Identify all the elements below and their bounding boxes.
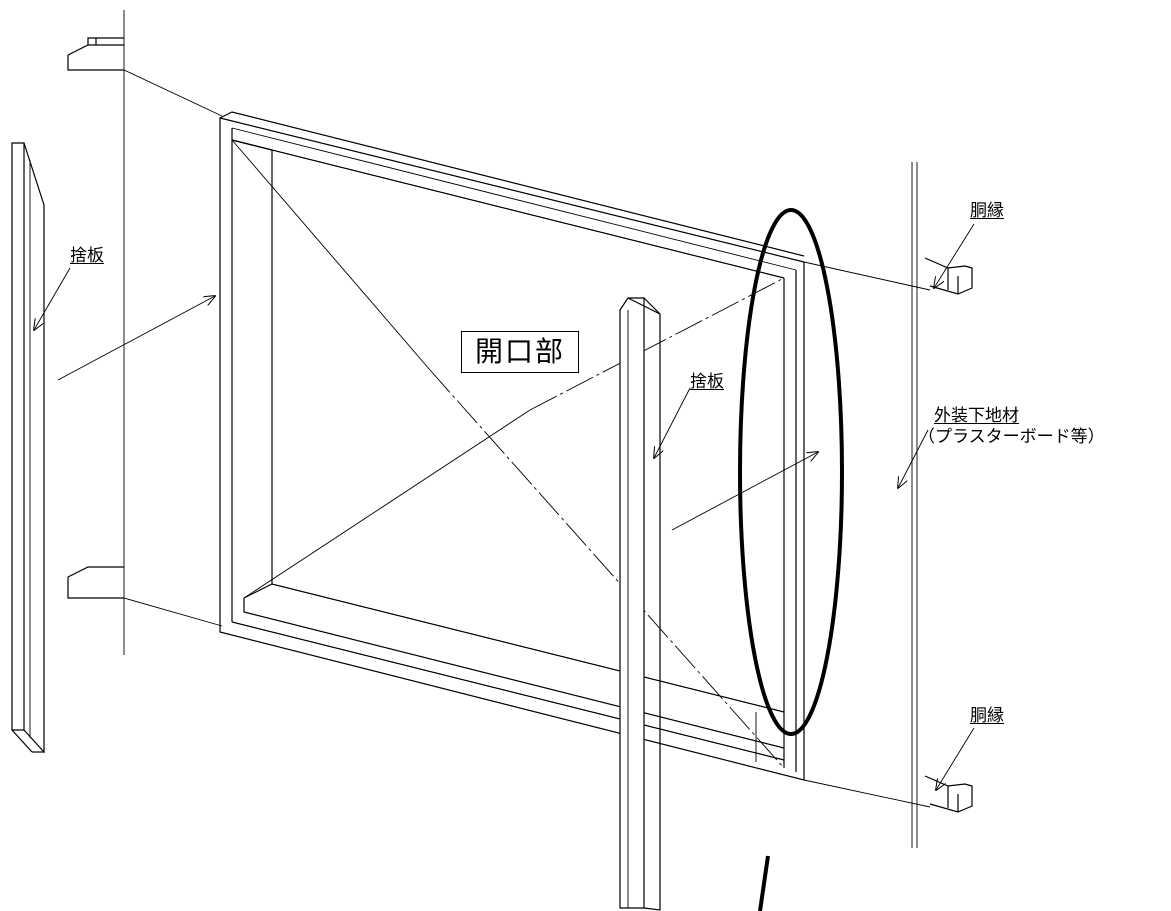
opening-diagonals: [231, 139, 785, 769]
girt-top-label: 胴縁: [970, 201, 1004, 221]
girt-top-right: [924, 257, 973, 295]
leader-exterior-substrate: [898, 429, 929, 488]
window-frame: [219, 111, 805, 781]
arrow-center-shim-to-frame: [671, 452, 818, 531]
leader-center-shim: [654, 387, 691, 458]
exterior-substrate-label: 外装下地材: [934, 406, 1019, 426]
girt-bottom-line-right: [803, 779, 931, 808]
detail-pointer-line: [758, 855, 770, 911]
leader-left-shim: [34, 267, 71, 330]
detail-highlight-ellipse: [738, 208, 844, 736]
arrow-left-shim-to-frame: [57, 296, 215, 381]
exterior-substrate-note: （プラスターボード等）: [918, 427, 1105, 447]
girt-top-line-right: [803, 261, 931, 291]
opening-label: 開口部: [461, 331, 579, 373]
girt-top-line-left: [123, 69, 223, 117]
girt-bottom-line-left: [123, 597, 223, 627]
leader-girt-top: [934, 223, 975, 288]
right-wall-edge: [911, 162, 918, 848]
shim-plate-left: [11, 142, 45, 754]
leader-girt-bottom: [936, 727, 975, 790]
shim-plate-center-label: 捨板: [690, 372, 724, 392]
girt-bottom-right: [924, 775, 973, 813]
shim-plate-center: [619, 297, 661, 911]
shim-plate-left-label: 捨板: [70, 246, 104, 266]
girt-bottom-label: 胴縁: [970, 706, 1004, 726]
girt-top-left-stub: [67, 37, 124, 71]
girt-bottom-left-stub: [67, 566, 124, 599]
